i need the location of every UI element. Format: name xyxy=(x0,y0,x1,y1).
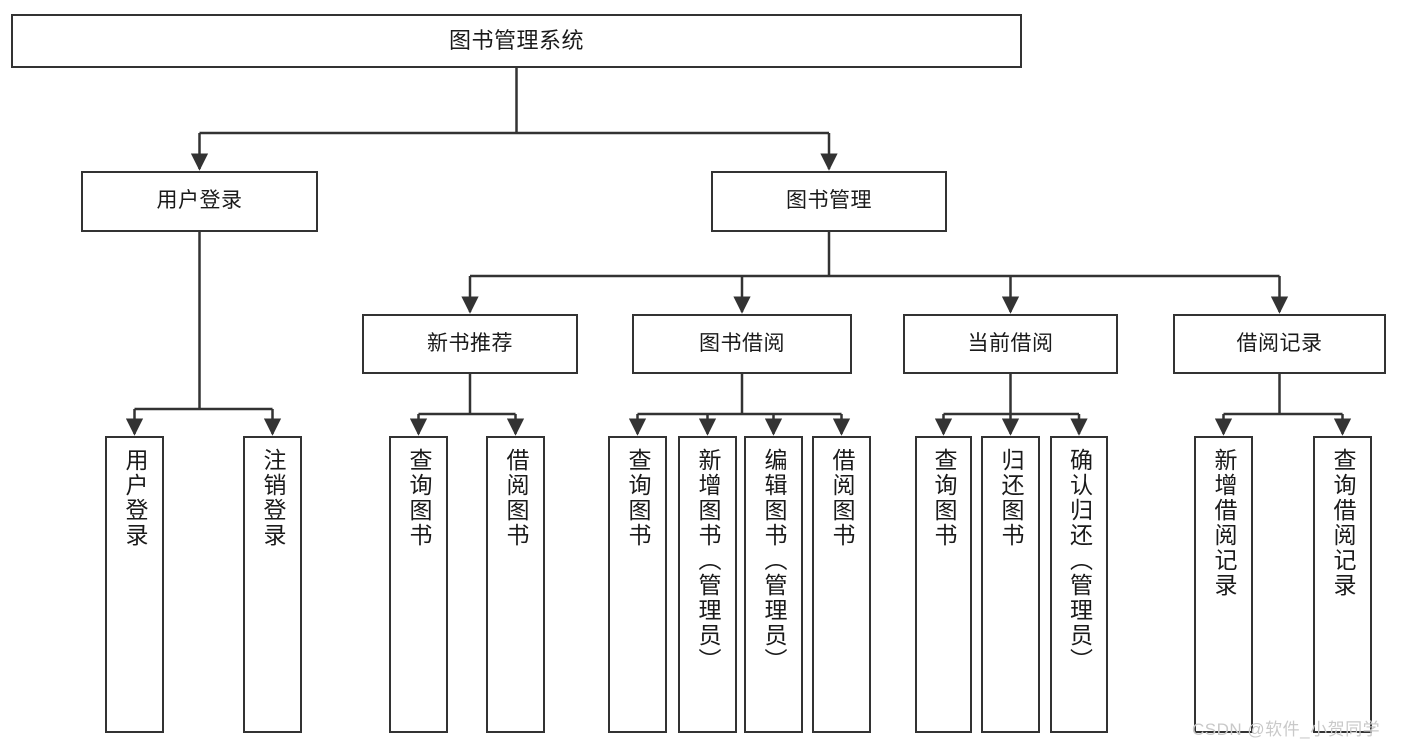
node-label: 新书推荐 xyxy=(427,331,513,355)
node-label: 借阅图书 xyxy=(503,448,529,548)
node-label: 当前借阅 xyxy=(967,331,1054,355)
node-leaf1[interactable]: 用户登录 xyxy=(105,436,164,733)
node-login[interactable]: 用户登录 xyxy=(81,171,318,232)
node-leaf5[interactable]: 查询图书 xyxy=(608,436,667,733)
node-label: 借阅图书 xyxy=(829,448,855,548)
node-leaf7[interactable]: 编辑图书（管理员） xyxy=(744,436,803,733)
node-label: 图书管理系统 xyxy=(448,28,584,54)
node-leaf6[interactable]: 新增图书（管理员） xyxy=(678,436,737,733)
node-root[interactable]: 图书管理系统 xyxy=(11,14,1022,68)
node-label: 用户登录 xyxy=(156,189,243,213)
node-label: 借阅记录 xyxy=(1236,331,1323,355)
node-bookmgmt[interactable]: 图书管理 xyxy=(711,171,947,232)
node-label: 查询图书 xyxy=(406,448,432,548)
node-label: 查询图书 xyxy=(625,448,651,548)
node-leaf4[interactable]: 借阅图书 xyxy=(486,436,545,733)
node-label: 确认归还（管理员） xyxy=(1066,448,1093,673)
node-newrec[interactable]: 新书推荐 xyxy=(362,314,578,374)
node-label: 查询借阅记录 xyxy=(1330,448,1356,598)
node-records[interactable]: 借阅记录 xyxy=(1173,314,1386,374)
node-label: 用户登录 xyxy=(122,448,148,548)
node-leaf13[interactable]: 查询借阅记录 xyxy=(1313,436,1372,733)
node-label: 编辑图书（管理员） xyxy=(761,448,787,673)
node-leaf9[interactable]: 查询图书 xyxy=(915,436,972,733)
node-label: 新增借阅记录 xyxy=(1211,448,1237,598)
node-borrow[interactable]: 图书借阅 xyxy=(632,314,852,374)
node-label: 图书借阅 xyxy=(699,331,785,355)
csdn-watermark: CSDN @软件_小贺同学 xyxy=(1192,720,1381,739)
node-leaf11[interactable]: 确认归还（管理员） xyxy=(1050,436,1108,733)
node-current[interactable]: 当前借阅 xyxy=(903,314,1118,374)
node-label: 查询图书 xyxy=(931,448,957,548)
node-label: 新增图书（管理员） xyxy=(695,448,721,673)
node-leaf12[interactable]: 新增借阅记录 xyxy=(1194,436,1253,733)
node-label: 图书管理 xyxy=(786,189,872,213)
node-leaf10[interactable]: 归还图书 xyxy=(981,436,1040,733)
node-leaf8[interactable]: 借阅图书 xyxy=(812,436,871,733)
node-leaf3[interactable]: 查询图书 xyxy=(389,436,448,733)
node-label: 归还图书 xyxy=(998,448,1024,548)
node-leaf2[interactable]: 注销登录 xyxy=(243,436,302,733)
node-label: 注销登录 xyxy=(260,448,286,548)
